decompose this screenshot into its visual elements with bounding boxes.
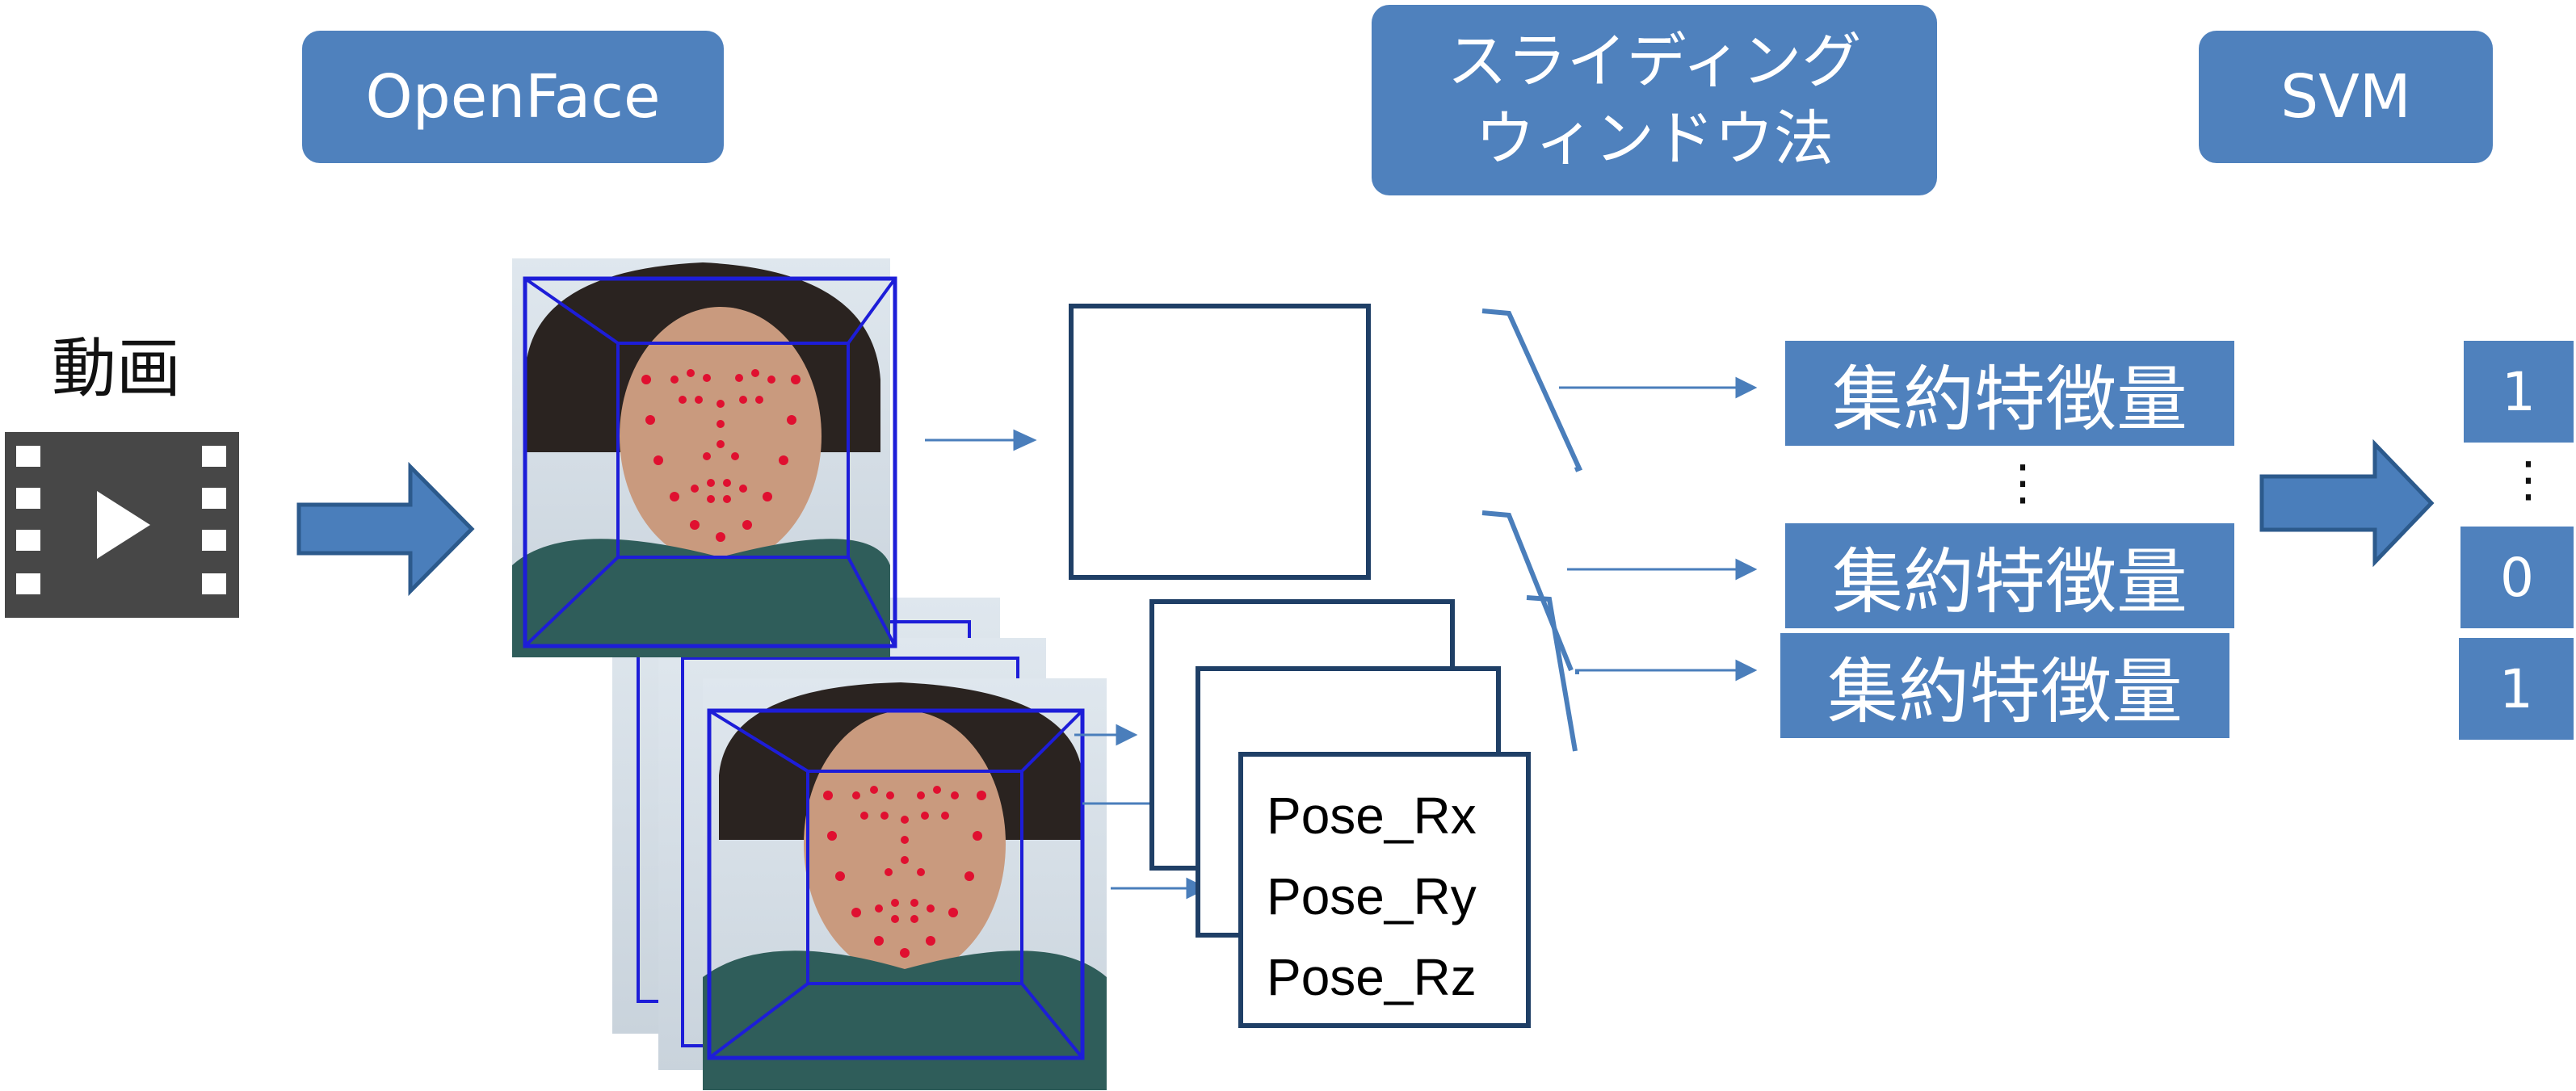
pose-feature-list: Pose_Rx Pose_Ry Pose_Rz — [1267, 775, 1477, 1018]
aggregated-feature-label-2: 集約特徴量 — [1831, 539, 2187, 623]
window-to-feature-arrows — [1559, 376, 1758, 682]
output-ellipsis: ⋮ — [2504, 451, 2553, 508]
aggregated-feature-box-2: 集約特徴量 — [1785, 523, 2234, 628]
pose-feature-rz: Pose_Rz — [1267, 948, 1477, 1006]
svm-output-2: 0 — [2460, 527, 2574, 628]
svm-output-value-2: 0 — [2500, 546, 2534, 609]
face-frame-front — [703, 678, 1107, 1090]
openface-header: OpenFace — [302, 31, 724, 163]
svm-header: SVM — [2199, 31, 2493, 163]
aggregated-feature-box-3: 集約特徴量 — [1780, 633, 2229, 738]
pose-feature-ry: Pose_Ry — [1267, 867, 1477, 925]
sliding-window-header: スライディング ウィンドウ法 — [1372, 5, 1937, 195]
sliding-window-header-line1: スライディング — [1447, 27, 1862, 96]
svm-output-1: 1 — [2464, 341, 2574, 443]
svm-header-label: SVM — [2280, 62, 2411, 132]
sliding-window-header-line2: ウィンドウ法 — [1475, 104, 1834, 174]
aggregated-feature-box-1: 集約特徴量 — [1785, 341, 2234, 446]
pose-feature-rx: Pose_Rx — [1267, 787, 1477, 845]
feature-ellipsis: ⋮ — [1998, 455, 2047, 511]
window-box-top — [1069, 304, 1371, 580]
video-file-icon — [5, 432, 239, 618]
svm-output-value-1: 1 — [2502, 360, 2536, 423]
feature-to-svm-arrow — [2259, 438, 2435, 568]
aggregated-feature-label-1: 集約特徴量 — [1831, 357, 2187, 441]
openface-header-label: OpenFace — [365, 62, 661, 132]
face-frame-main — [512, 258, 897, 657]
video-label: 動画 — [52, 331, 181, 406]
aggregated-feature-label-3: 集約特徴量 — [1826, 649, 2183, 733]
svm-output-3: 1 — [2459, 638, 2574, 740]
svm-output-value-3: 1 — [2499, 657, 2533, 720]
pose-feature-box — [1238, 752, 1531, 1028]
window-brackets — [1481, 308, 1583, 752]
video-to-openface-arrow — [296, 461, 475, 597]
